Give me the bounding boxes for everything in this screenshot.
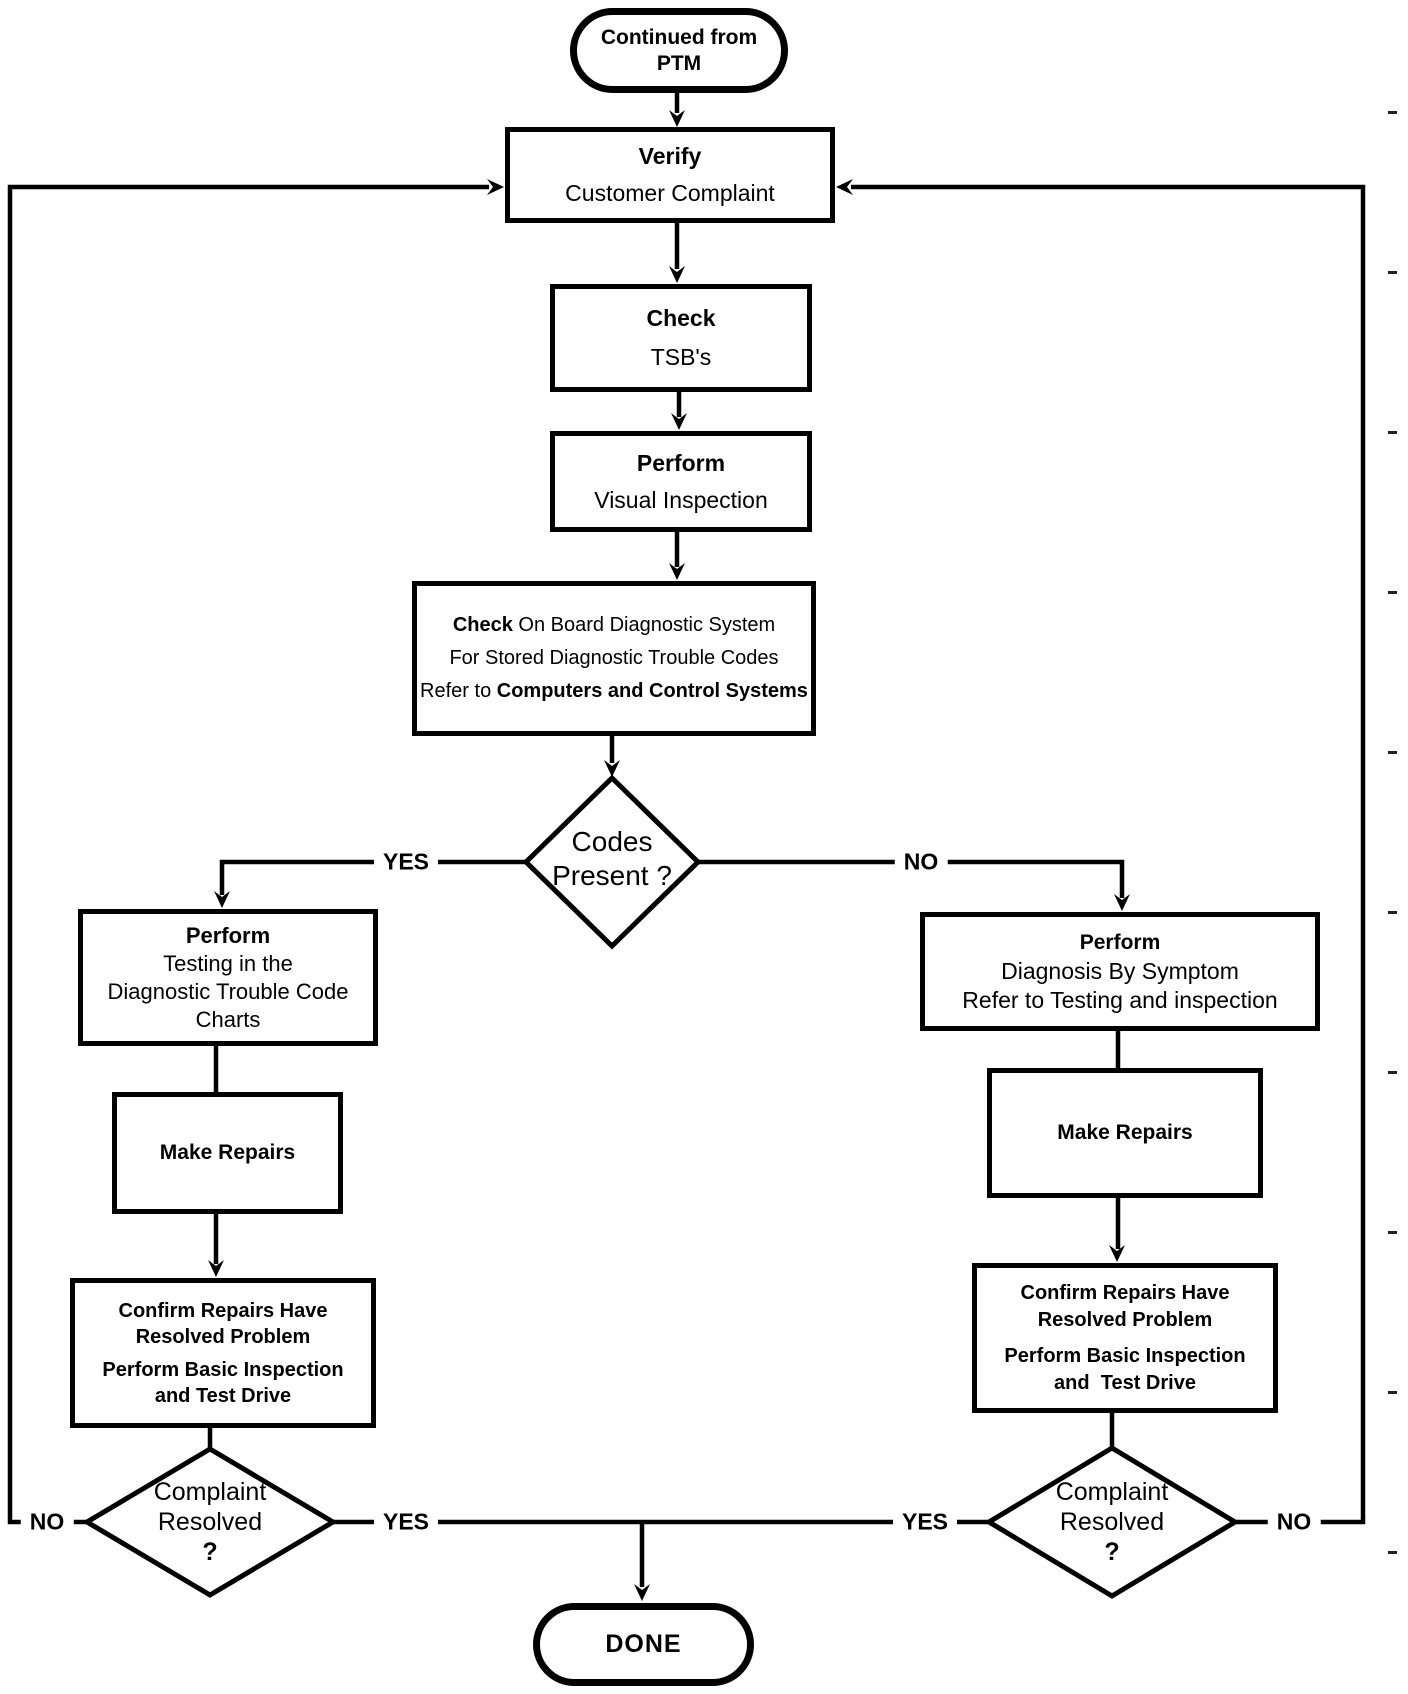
arrow-down-icon [669, 563, 685, 580]
node-text: Refer to Testing and inspection [962, 987, 1278, 1013]
margin-tick [1388, 751, 1397, 754]
edge-label-yes: YES [373, 1506, 439, 1538]
node-text: and Test Drive [154, 1384, 292, 1407]
margin-tick [1388, 111, 1397, 114]
arrow-down-icon [669, 266, 685, 283]
decision-codes-present [522, 774, 702, 950]
arrow-down-icon [214, 891, 230, 908]
process-make-repairs-right: Make Repairs [987, 1068, 1263, 1198]
arrow-right-icon [487, 179, 504, 195]
process-check-tsbs: Check TSB's [550, 284, 812, 392]
node-title: Perform [636, 449, 726, 476]
node-text: Make Repairs [1057, 1121, 1193, 1144]
margin-tick [1388, 1391, 1397, 1394]
node-text: Diagnosis By Symptom [1001, 958, 1239, 984]
node-text: Charts [195, 1006, 261, 1032]
margin-tick [1388, 271, 1397, 274]
node-text: Make Repairs [159, 1141, 296, 1164]
margin-tick [1388, 431, 1397, 434]
edge-codes-no [698, 859, 1125, 898]
process-make-repairs-left: Make Repairs [112, 1092, 343, 1214]
arrow-down-icon [208, 1260, 224, 1277]
edge-label-yes: YES [892, 1506, 958, 1538]
margin-tick [1388, 1231, 1397, 1234]
arrow-down-icon [669, 110, 685, 127]
process-confirm-repairs-left: Confirm Repairs Have Resolved Problem Pe… [70, 1278, 376, 1428]
arrow-down-icon [671, 413, 687, 430]
terminator-continued-from-ptm: Continued from PTM [570, 8, 788, 93]
terminator-done: DONE [533, 1603, 754, 1686]
margin-tick [1388, 1071, 1397, 1074]
decision-complaint-left [82, 1446, 338, 1598]
node-text: Visual Inspection [594, 486, 768, 513]
edge-label-no: NO [894, 846, 948, 878]
node-text: Resolved Problem [1037, 1308, 1213, 1331]
process-diagnosis-by-symptom: Perform Diagnosis By Symptom Refer to Te… [920, 912, 1320, 1031]
node-text: Confirm Repairs Have [1020, 1281, 1230, 1304]
node-title: Perform [1079, 931, 1161, 954]
node-text: Customer Complaint [565, 180, 775, 206]
margin-tick [1388, 911, 1397, 914]
decision-complaint-resolved-right-text: Complaint Resolved ? [1055, 1478, 1169, 1566]
process-confirm-repairs-right: Confirm Repairs Have Resolved Problem Pe… [972, 1263, 1278, 1413]
node-title: Verify [638, 143, 702, 169]
process-dtc-chart-testing: Perform Testing in the Diagnostic Troubl… [78, 909, 378, 1046]
arrow-left-icon [836, 179, 853, 195]
node-text: Confirm Repairs Have [118, 1299, 328, 1322]
node-text: Check On Board Diagnostic System [452, 614, 776, 636]
process-verify-customer-complaint: Verify Customer Complaint [505, 127, 835, 223]
decision-codes-present-text: Codes Present ? [552, 826, 672, 891]
process-check-obd-system: Check On Board Diagnostic System For Sto… [412, 581, 816, 736]
node-text: For Stored Diagnostic Trouble Codes [449, 647, 779, 669]
margin-tick [1388, 1551, 1397, 1554]
node-text: Diagnostic Trouble Code [107, 978, 349, 1004]
edge-label-no: NO [20, 1506, 74, 1538]
node-text: Perform Basic Inspection [1004, 1344, 1246, 1367]
decision-complaint-right [984, 1445, 1240, 1599]
node-text: Perform Basic Inspection [102, 1358, 344, 1381]
node-text: TSB's [650, 344, 712, 370]
process-visual-inspection: Perform Visual Inspection [550, 431, 812, 532]
arrow-down-icon [634, 1584, 650, 1601]
node-title: Check [646, 305, 716, 331]
node-title: Perform [185, 922, 271, 948]
decision-complaint-resolved-left-text: Complaint Resolved ? [153, 1478, 267, 1566]
margin-tick [1388, 591, 1397, 594]
arrow-down-icon [604, 760, 620, 777]
node-text: and Test Drive [1054, 1371, 1196, 1394]
node-text: Resolved Problem [135, 1325, 311, 1348]
edge-label-yes: YES [373, 846, 439, 878]
node-text: DONE [605, 1630, 682, 1658]
node-text: Continued from [600, 25, 758, 49]
arrow-down-icon [1109, 1245, 1125, 1262]
node-text: Refer to Computers and Control Systems [420, 680, 808, 702]
node-text: Testing in the [163, 950, 293, 976]
edge-label-no: NO [1267, 1506, 1321, 1538]
arrow-down-icon [1114, 894, 1130, 911]
node-text: PTM [656, 51, 702, 75]
